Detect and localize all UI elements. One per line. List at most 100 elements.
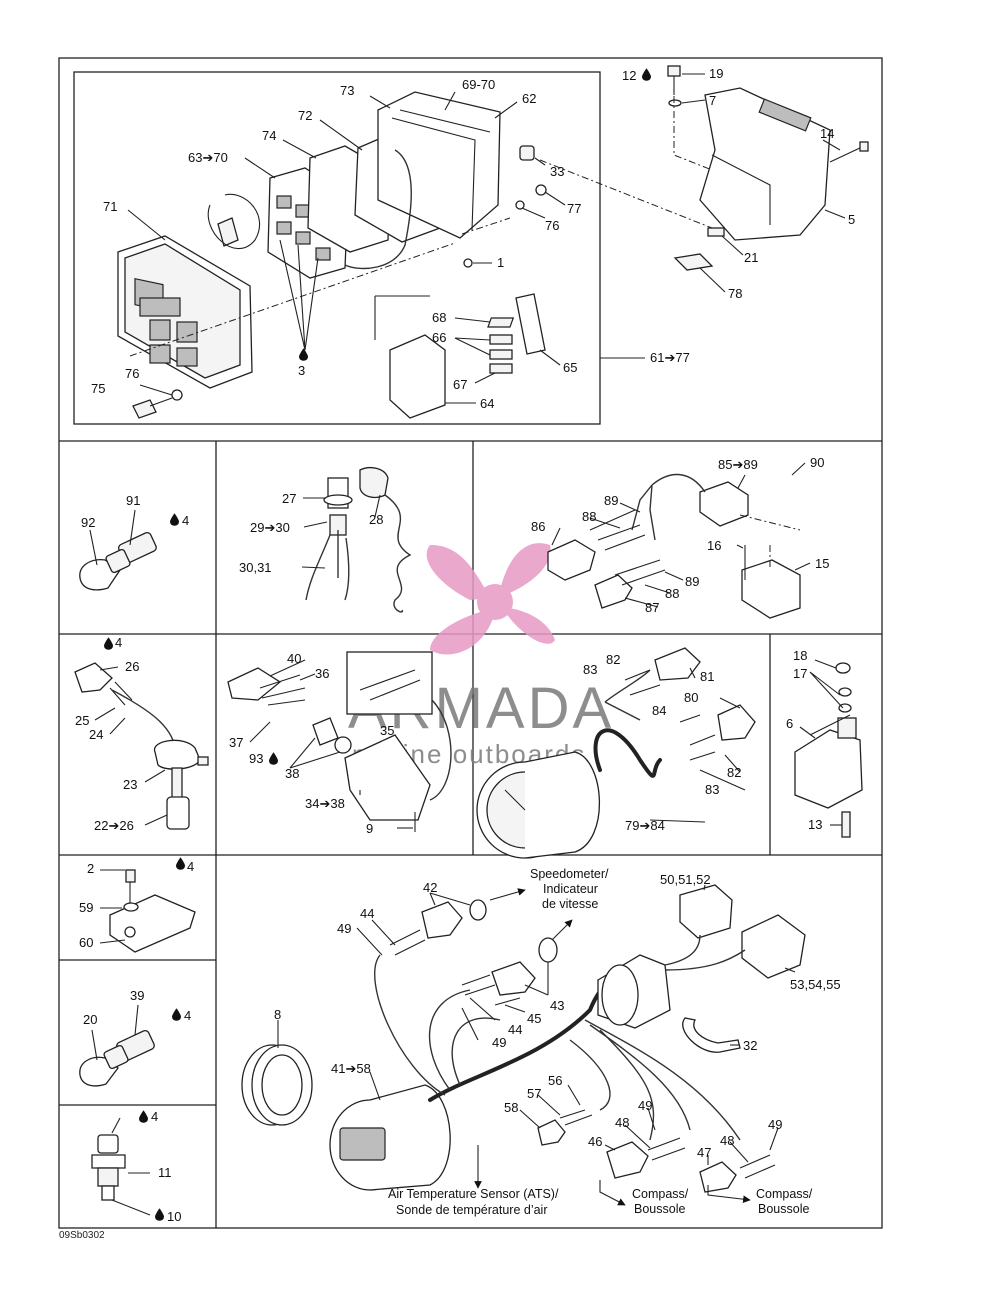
callout: 9 xyxy=(366,821,373,836)
callout: 39 xyxy=(130,988,144,1003)
callout: 29➔30 xyxy=(250,520,290,535)
callout: 82 xyxy=(727,765,741,780)
callout: 35 xyxy=(380,723,394,738)
switch-34-40 xyxy=(227,651,452,832)
callout: 76 xyxy=(125,366,139,381)
frames xyxy=(58,57,883,1229)
propeller-icon xyxy=(426,543,555,655)
callout: 2 xyxy=(87,861,94,876)
callout: 4 xyxy=(151,1109,158,1124)
callout: 83 xyxy=(583,662,597,677)
callout: 41➔58 xyxy=(331,1061,371,1076)
compass-note-46: Compass/ xyxy=(632,1187,689,1201)
callout: 72 xyxy=(298,108,312,123)
speedometer-note: Speedometer/ xyxy=(530,867,609,881)
compass-note-47: Boussole xyxy=(758,1202,809,1216)
callout: 89 xyxy=(685,574,699,589)
ats-note: Sonde de température d’air xyxy=(396,1203,547,1217)
callout: 17 xyxy=(793,666,807,681)
callout: 66 xyxy=(432,330,446,345)
callout: 28 xyxy=(369,512,383,527)
callout: 88 xyxy=(665,586,679,601)
callout: 49 xyxy=(337,921,351,936)
callout: 67 xyxy=(453,377,467,392)
callout: 80 xyxy=(684,690,698,705)
callout: 92 xyxy=(81,515,95,530)
callout: 82 xyxy=(606,652,620,667)
callout: 62 xyxy=(522,91,536,106)
callout: 13 xyxy=(808,817,822,832)
callout: 25 xyxy=(75,713,89,728)
bracket-59-60 xyxy=(99,857,196,953)
callout: 49 xyxy=(768,1117,782,1132)
callout: 33 xyxy=(550,164,564,179)
callout: 56 xyxy=(548,1073,562,1088)
document-id: 09Sb0302 xyxy=(59,1230,105,1241)
callout: 83 xyxy=(705,782,719,797)
callout: 53,54,55 xyxy=(790,977,841,992)
callout: 14 xyxy=(820,126,834,141)
callout: 16 xyxy=(707,538,721,553)
callout: 75 xyxy=(91,381,105,396)
callout: 24 xyxy=(89,727,103,742)
sensor-20-39 xyxy=(79,1004,181,1087)
callout: 4 xyxy=(115,635,122,650)
callout: 79➔84 xyxy=(625,818,665,833)
callout: 40 xyxy=(287,651,301,666)
ats-note: Air Temperature Sensor (ATS)/ xyxy=(388,1187,559,1201)
sender-27-31 xyxy=(301,467,412,613)
callout: 11 xyxy=(158,1165,172,1180)
callout-labels: 73 69-70 62 72 74 63➔70 71 33 77 76 1 68… xyxy=(75,66,855,1224)
callout: 87 xyxy=(645,600,659,615)
callout: 6 xyxy=(786,716,793,731)
callout: 64 xyxy=(480,396,494,411)
callout: 49 xyxy=(492,1035,506,1050)
callout: 42 xyxy=(423,880,437,895)
callout: 88 xyxy=(582,509,596,524)
callout: 69-70 xyxy=(462,77,495,92)
callout: 44 xyxy=(508,1022,522,1037)
callout: 7 xyxy=(709,93,716,108)
callout: 19 xyxy=(709,66,723,81)
callout: 20 xyxy=(83,1012,97,1027)
coil-6 xyxy=(794,659,863,838)
callout: 5 xyxy=(848,212,855,227)
callout: 65 xyxy=(563,360,577,375)
callout: 4 xyxy=(182,513,189,528)
callout: 58 xyxy=(504,1100,518,1115)
callout: 84 xyxy=(652,703,666,718)
callout: 10 xyxy=(167,1209,181,1224)
callout: 21 xyxy=(744,250,758,265)
gauge-harness-41-58 xyxy=(241,884,806,1206)
callout: 59 xyxy=(79,900,93,915)
sender-10-11 xyxy=(91,1110,164,1221)
callout: 57 xyxy=(527,1086,541,1101)
callout: 73 xyxy=(340,83,354,98)
sensor-22-26 xyxy=(74,637,209,830)
callout: 15 xyxy=(815,556,829,571)
callout: 46 xyxy=(588,1134,602,1149)
callout: 32 xyxy=(743,1038,757,1053)
callout: 27 xyxy=(282,491,296,506)
callout: 93 xyxy=(249,751,263,766)
gauge-79-84 xyxy=(476,647,756,859)
callout: 74 xyxy=(262,128,276,143)
callout: 60 xyxy=(79,935,93,950)
callout: 77 xyxy=(567,201,581,216)
callout: 63➔70 xyxy=(188,150,228,165)
callout: 81 xyxy=(700,669,714,684)
callout: 48 xyxy=(720,1133,734,1148)
annotation-notes: Speedometer/ Indicateur de vitesse Air T… xyxy=(388,867,813,1217)
callout: 12 xyxy=(622,68,636,83)
callout: 38 xyxy=(285,766,299,781)
callout: 61➔77 xyxy=(650,350,690,365)
callout: 26 xyxy=(125,659,139,674)
callout: 18 xyxy=(793,648,807,663)
callout: 91 xyxy=(126,493,140,508)
callout: 22➔26 xyxy=(94,818,134,833)
callout: 4 xyxy=(184,1008,191,1023)
callout: 1 xyxy=(497,255,504,270)
callout: 71 xyxy=(103,199,117,214)
callout: 30,31 xyxy=(239,560,272,575)
